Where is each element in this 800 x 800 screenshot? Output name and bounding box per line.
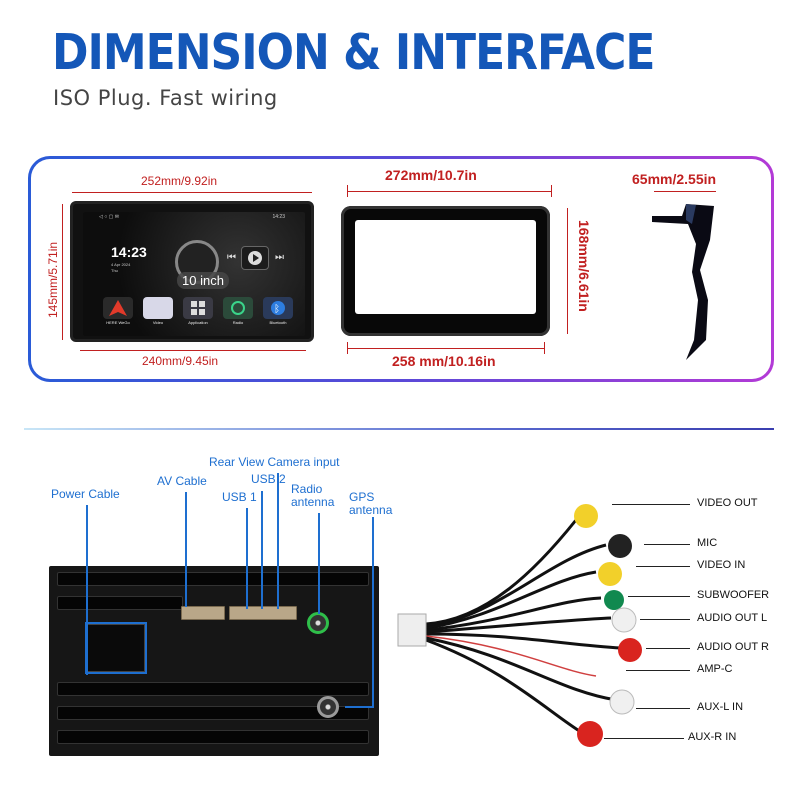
head-unit-device: ◁ ○ ▢ ✉ 14:23 14:23 4 Apr 2024 Thu 10 in… <box>70 201 314 342</box>
video-out-pointer <box>612 504 690 505</box>
radio-antenna-leader <box>318 513 320 614</box>
rca-label-video-out: VIDEO OUT <box>697 497 758 509</box>
app-radio-icon <box>223 297 253 319</box>
section-divider <box>24 428 774 430</box>
app-label-here: HERE WeGo <box>106 320 130 325</box>
app-label-radio: Radio <box>232 320 244 325</box>
av-cable-label: AV Cable <box>157 474 207 488</box>
aux-l-pointer <box>636 708 690 709</box>
status-time: 14:23 <box>272 214 285 220</box>
app-bluetooth-icon: ᛒ <box>263 297 293 319</box>
usb1-leader <box>246 508 248 609</box>
rear-panel <box>49 566 379 756</box>
app-label-video: Video <box>152 320 164 325</box>
rca-label-aux-r: AUX-R IN <box>688 731 737 743</box>
rear-camera-leader <box>277 473 279 609</box>
gps-antenna-label: GPS antenna <box>349 490 393 517</box>
depth-label: 65mm/2.55in <box>632 171 717 187</box>
vent-row-4 <box>57 706 369 720</box>
depth-line <box>654 191 716 192</box>
next-track-icon: ⏭ <box>275 252 284 263</box>
subwoofer-pointer <box>628 596 690 597</box>
back-nav-icon: ◁ ○ ▢ ✉ <box>99 214 119 220</box>
prev-track-icon: ⏮ <box>227 252 236 263</box>
frame-width-bottom-label: 258 mm/10.16in <box>392 353 496 369</box>
audio-out-r-pointer <box>646 648 690 649</box>
screen-width-top-label: 252mm/9.92in <box>141 174 218 188</box>
frame-bottom-tick-right <box>544 342 545 354</box>
screen-height-line <box>62 204 63 340</box>
usb1-label: USB 1 <box>222 490 257 504</box>
vent-row-5 <box>57 730 369 744</box>
media-widget <box>241 246 269 270</box>
frame-width-top-line <box>347 191 552 192</box>
gps-antenna-leader-h <box>345 706 374 708</box>
audio-out-l-pointer <box>640 619 690 620</box>
head-unit-screen: ◁ ○ ▢ ✉ 14:23 14:23 4 Apr 2024 Thu 10 in… <box>83 212 305 336</box>
usb-camera-connector <box>229 606 297 620</box>
vent-row-3 <box>57 682 369 696</box>
frame-width-top-label: 272mm/10.7in <box>385 167 477 183</box>
rca-label-aux-l: AUX-L IN <box>697 701 744 713</box>
frame-tick-right <box>551 185 552 197</box>
screen-width-bottom-line <box>80 350 306 351</box>
mic-pointer <box>644 544 690 545</box>
screen-width-top-line <box>72 192 312 193</box>
frame-opening <box>355 220 536 314</box>
screen-width-bottom-label: 240mm/9.45in <box>142 354 219 368</box>
frame-height-line <box>567 208 568 334</box>
status-bar: ◁ ○ ▢ ✉ 14:23 <box>83 212 305 222</box>
app-video-icon <box>143 297 173 319</box>
av-connector <box>181 606 225 620</box>
app-nav-icon <box>103 297 133 319</box>
page-subtitle: ISO Plug. Fast wiring <box>53 86 278 110</box>
rca-label-audio-out-r: AUDIO OUT R <box>697 641 769 653</box>
rca-label-mic: MIC <box>697 537 718 549</box>
page-title: DIMENSION & INTERFACE <box>52 24 655 82</box>
app-label-application: Application <box>188 320 208 325</box>
clock-day: Thu <box>111 268 118 273</box>
power-cable-label: Power Cable <box>51 487 120 501</box>
usb2-leader <box>261 491 263 609</box>
power-cable-leader <box>86 505 88 675</box>
vent-row-2a <box>57 596 183 610</box>
amp-c-pointer <box>626 670 690 671</box>
aux-r-pointer <box>604 738 684 739</box>
rca-label-audio-out-l: AUDIO OUT L <box>697 612 768 624</box>
side-profile-icon <box>652 204 714 360</box>
screen-size-badge: 10 inch <box>177 272 229 289</box>
app-label-bluetooth: Bluetooth <box>269 320 287 325</box>
clock-date: 4 Apr 2024 <box>111 262 131 267</box>
rca-label-video-in: VIDEO IN <box>697 559 746 571</box>
rear-camera-label: Rear View Camera input <box>209 455 340 469</box>
frame-height-label: 168mm/6.61in <box>576 220 592 312</box>
rca-harness-illustration <box>397 504 642 747</box>
mounting-frame <box>341 206 550 336</box>
frame-width-bottom-line <box>347 348 545 349</box>
av-cable-leader <box>185 492 187 607</box>
svg-text:ᛒ: ᛒ <box>274 304 280 315</box>
video-in-pointer <box>636 566 690 567</box>
vent-row-1 <box>57 572 369 586</box>
radio-antenna-label: Radio antenna <box>291 482 335 509</box>
rca-label-amp-c: AMP-C <box>697 663 733 675</box>
app-application-icon <box>183 297 213 319</box>
frame-tick-left <box>347 185 348 197</box>
play-icon <box>248 251 262 265</box>
screen-height-label: 145mm/5.71in <box>46 241 60 318</box>
frame-bottom-tick-left <box>347 342 348 354</box>
frame-clip <box>441 224 448 228</box>
rca-label-subwoofer: SUBWOOFER <box>697 589 770 601</box>
usb2-label: USB 2 <box>251 472 286 486</box>
radio-antenna-port <box>307 612 329 634</box>
gps-antenna-leader <box>372 517 374 707</box>
clock-time: 14:23 <box>111 244 147 260</box>
power-connector-highlight <box>85 622 147 674</box>
gps-antenna-port <box>317 696 339 718</box>
